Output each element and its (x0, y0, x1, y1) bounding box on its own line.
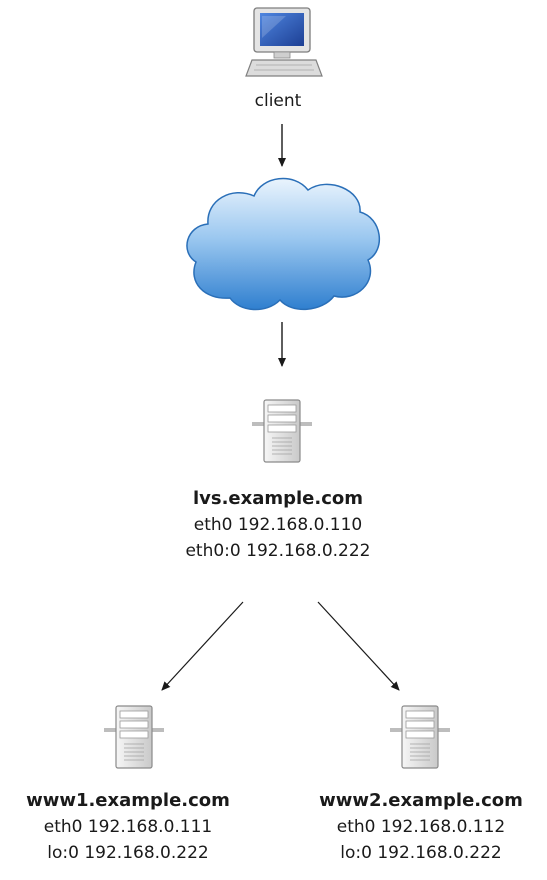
www2-hostname: www2.example.com (319, 790, 523, 811)
www1-node-label: www1.example.com eth0 192.168.0.111 lo:0… (0, 788, 256, 866)
www2-lo-address: lo:0 192.168.0.222 (340, 843, 502, 863)
www1-lo-address: lo:0 192.168.0.222 (47, 843, 209, 863)
www1-hostname: www1.example.com (26, 790, 230, 811)
www2-node-label: www2.example.com eth0 192.168.0.112 lo:0… (296, 788, 546, 866)
lvs-node-label: lvs.example.com eth0 192.168.0.110 eth0:… (133, 486, 423, 564)
www1-eth0-address: eth0 192.168.0.111 (43, 817, 213, 837)
desktop-computer-icon (245, 7, 323, 77)
www2-eth0-address: eth0 192.168.0.112 (336, 817, 506, 837)
server-icon (389, 705, 451, 769)
lvs-virtual-address: eth0:0 192.168.0.222 (185, 541, 371, 561)
arrow-lvs-to-www1 (161, 601, 244, 691)
client-label: client (254, 91, 302, 111)
cloud-icon (186, 177, 381, 311)
server-icon (251, 399, 313, 463)
client-node-label: client (223, 88, 333, 114)
server-icon (103, 705, 165, 769)
lvs-hostname: lvs.example.com (192, 488, 364, 509)
arrow-lvs-to-www2 (317, 601, 400, 691)
lvs-eth0-address: eth0 192.168.0.110 (193, 515, 363, 535)
